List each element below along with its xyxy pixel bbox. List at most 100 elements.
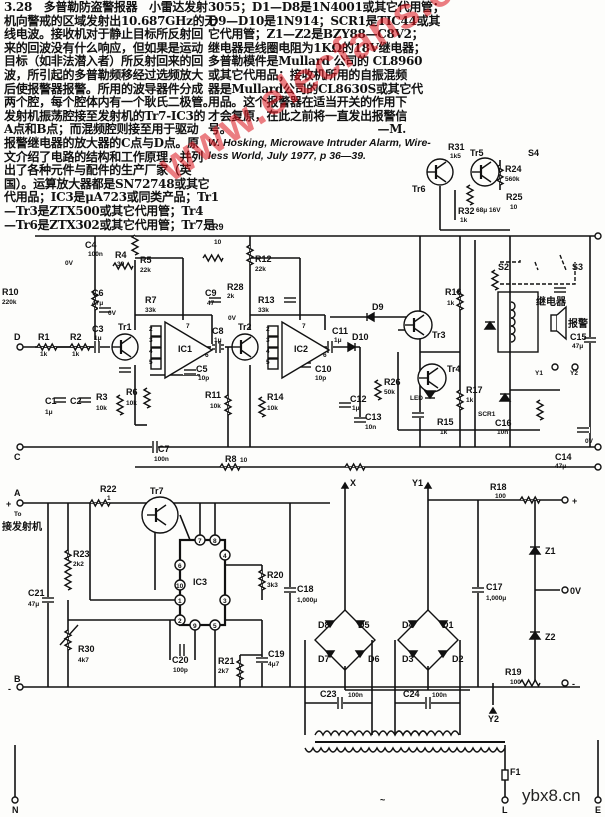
resistor: [63, 549, 73, 571]
c2-label: C2: [70, 396, 82, 406]
c-68u-value: 68μ 16V: [476, 207, 501, 214]
bridge-rectifier: [314, 609, 376, 671]
terminal-icon: [594, 443, 602, 451]
zero-volt-label: 0V: [570, 586, 581, 596]
c23-value: 100n: [348, 692, 363, 699]
r24-label: R24: [505, 164, 522, 174]
opamp-pin-box: [150, 336, 162, 348]
c5-value: 10p: [198, 375, 209, 382]
text-line: 来的回波没有什么响应，但如果是运动: [4, 40, 203, 55]
r21-value: 2k7: [218, 668, 229, 675]
resistor: [130, 234, 140, 256]
z2-label: Z2: [545, 632, 556, 642]
capacitor-gap: [337, 696, 343, 710]
terminal-icon: [16, 499, 24, 507]
ic-pin: [219, 594, 231, 606]
zero-volt-label: 0V: [108, 310, 117, 317]
pin-label: 9: [193, 623, 197, 630]
c9-label: C9: [205, 288, 217, 298]
r32-value: 1k: [460, 217, 468, 224]
speaker-icon: [550, 314, 558, 332]
text-line: 才会复原，在此之前将一直发出报警信: [208, 108, 407, 123]
text-line: 两个腔，每个腔体内有一个耿氏二极管。: [4, 95, 215, 110]
minus-terminal-label: -: [572, 679, 575, 689]
c19-label: C19: [268, 649, 285, 659]
diode-icon: [365, 311, 375, 323]
capacitor-gap: [118, 367, 132, 373]
speaker-cone: [556, 305, 567, 341]
capacitor-gap: [283, 587, 297, 593]
plus-terminal-label: +: [572, 496, 577, 506]
resistor: [90, 289, 100, 311]
c15-label: C15: [570, 332, 587, 342]
terminal-icon: [16, 683, 24, 691]
pin-label: 1: [178, 598, 182, 605]
c9-value: 47: [207, 300, 215, 307]
r5-label: R5: [140, 255, 152, 265]
terminal-icon: [561, 496, 569, 504]
c8-value: 1μ: [214, 337, 222, 344]
capacitor-gap: [576, 427, 590, 433]
transistor-emitter: [435, 174, 447, 183]
resistor: [142, 387, 152, 409]
r1-label: R1: [38, 332, 50, 342]
resistor: [63, 629, 73, 651]
capacitor-gap: [215, 340, 221, 354]
resistor: [219, 462, 241, 472]
terminal-l-label: L: [502, 805, 508, 815]
wire: [179, 514, 191, 541]
r25-value: 10: [510, 204, 518, 211]
alarm-label: 报警: [568, 317, 588, 330]
r19-value: 100: [510, 679, 521, 686]
watermark-ybx8: ybx8.cn: [522, 786, 581, 805]
c16-value: 10n: [497, 429, 508, 436]
d8-label: D8: [318, 620, 330, 630]
capacitor-gap: [183, 369, 197, 375]
pin-label: 4: [149, 348, 153, 355]
switch-linkage: [500, 254, 576, 285]
r14-label: R14: [267, 392, 284, 402]
article-column-1: 3.28 多普勒防盗警报器 小雷达发射机向警戒的区域发射出10.687GHz的无…: [4, 0, 219, 232]
text-line: A点和B点；而混频腔则接至用于驱动: [4, 122, 199, 137]
r5-value: 22k: [140, 267, 151, 274]
r15-value: 1k: [440, 429, 448, 436]
r6-label: R6: [126, 387, 138, 397]
d6-label: D6: [368, 654, 380, 664]
opamp-pin-box: [150, 325, 162, 337]
r13-value: 33k: [258, 307, 269, 314]
r12-label: R12: [255, 254, 272, 264]
zero-volt-label: 0V: [585, 438, 594, 445]
resistor: [63, 569, 73, 591]
pin-label: 2: [178, 618, 182, 625]
c8-label: C8: [212, 326, 224, 336]
r7-value: 33k: [145, 307, 156, 314]
r23-label: R23: [73, 549, 90, 559]
transformer-secondary: [394, 730, 460, 737]
tr2-label: Tr2: [238, 322, 252, 332]
ic-pin: [194, 534, 206, 546]
opamp-pin-box: [150, 347, 162, 359]
c24-label: C24: [403, 689, 420, 699]
c12-value: 1μ: [352, 405, 360, 412]
c10-value: 10p: [315, 375, 326, 382]
plus-sign: +: [6, 499, 11, 509]
text-line: 3055；D1—D8是1N4001或其它代用管；: [208, 0, 445, 14]
r7-label: R7: [145, 295, 157, 305]
d2-label: D2: [452, 654, 464, 664]
citation-line: less World, July 1977, p 36—39.: [208, 149, 366, 162]
diode-icon: [347, 341, 357, 353]
c20-label: C20: [172, 655, 189, 665]
relay-box: [497, 291, 539, 353]
tr4-label: Tr4: [447, 364, 461, 374]
transistor-emitter: [427, 380, 439, 389]
c7-value: 100n: [154, 456, 169, 463]
tr6-label: Tr6: [412, 184, 426, 194]
transistor-emitter: [240, 349, 252, 358]
f1-label: F1: [510, 767, 521, 777]
pin-label: 6: [205, 352, 209, 359]
terminal-icon: [561, 586, 569, 594]
c11-label: C11: [332, 326, 348, 336]
r9-label: R9: [212, 222, 224, 232]
r20-value: 3k3: [267, 582, 278, 589]
